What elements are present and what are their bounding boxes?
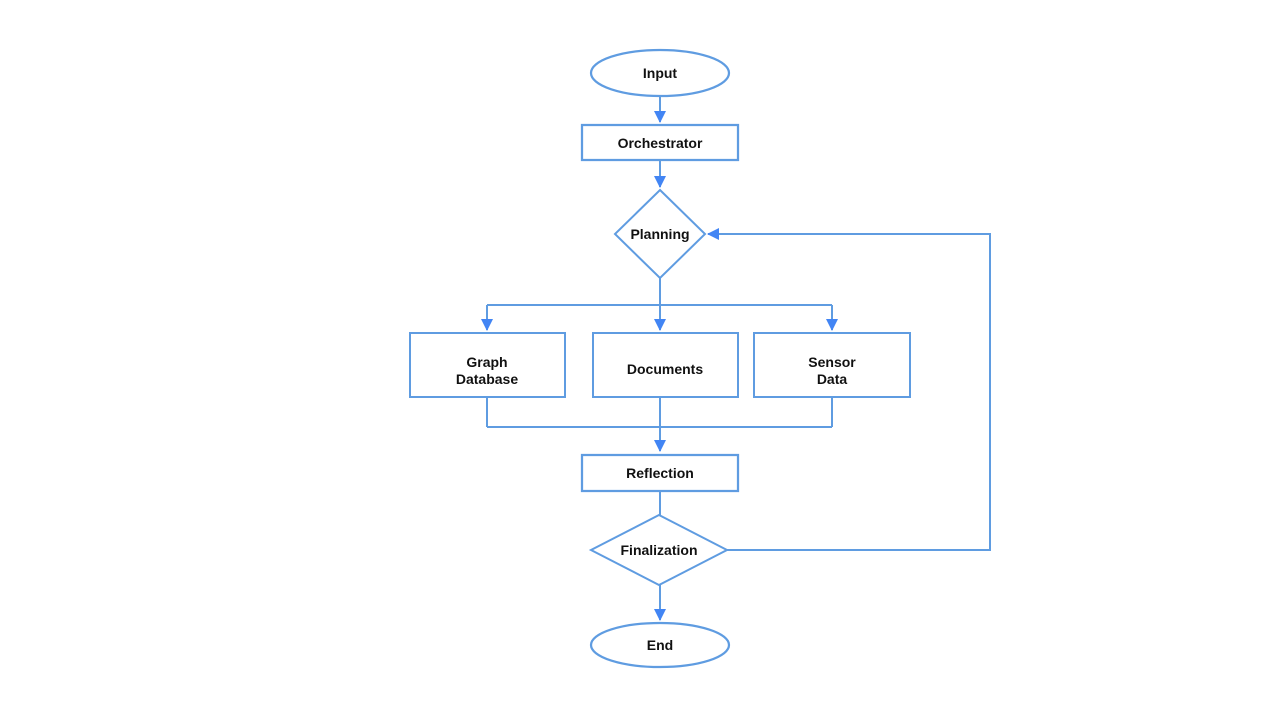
node-input: Input bbox=[589, 48, 731, 98]
node-sensor-data: Sensor Data bbox=[753, 332, 911, 398]
node-planning-label: Planning bbox=[630, 226, 689, 242]
node-orchestrator: Orchestrator bbox=[580, 123, 740, 162]
node-finalization: Finalization bbox=[588, 513, 730, 587]
node-documents: Documents bbox=[592, 332, 739, 398]
edges-layer bbox=[481, 96, 991, 621]
nodes-layer: Input Orchestrator Planning Graph Databa… bbox=[409, 48, 911, 669]
node-input-label: Input bbox=[643, 65, 678, 81]
node-planning: Planning bbox=[613, 188, 707, 280]
node-sensor-data-label-line1: Sensor bbox=[808, 354, 856, 370]
node-sensor-data-shape bbox=[753, 332, 911, 398]
node-finalization-label: Finalization bbox=[621, 542, 698, 558]
node-reflection-shape bbox=[580, 453, 740, 493]
node-finalization-shape bbox=[588, 513, 730, 587]
node-graph-database: Graph Database bbox=[409, 332, 566, 398]
node-end-shape bbox=[589, 621, 731, 669]
node-sensor-data-label-line2: Data bbox=[817, 371, 848, 387]
node-graph-database-shape bbox=[409, 332, 566, 398]
node-graph-database-label-line2: Database bbox=[456, 371, 518, 387]
node-documents-label: Documents bbox=[627, 361, 703, 377]
node-end-label: End bbox=[647, 637, 673, 653]
node-documents-shape bbox=[592, 332, 739, 398]
node-orchestrator-shape bbox=[580, 123, 740, 162]
node-reflection-label: Reflection bbox=[626, 465, 694, 481]
node-orchestrator-label: Orchestrator bbox=[618, 135, 703, 151]
node-input-shape bbox=[589, 48, 731, 98]
edge-finalization-planning-loop bbox=[707, 228, 991, 551]
node-reflection: Reflection bbox=[580, 453, 740, 493]
node-graph-database-label-line1: Graph bbox=[466, 354, 507, 370]
node-end: End bbox=[589, 621, 731, 669]
node-planning-shape bbox=[613, 188, 707, 280]
